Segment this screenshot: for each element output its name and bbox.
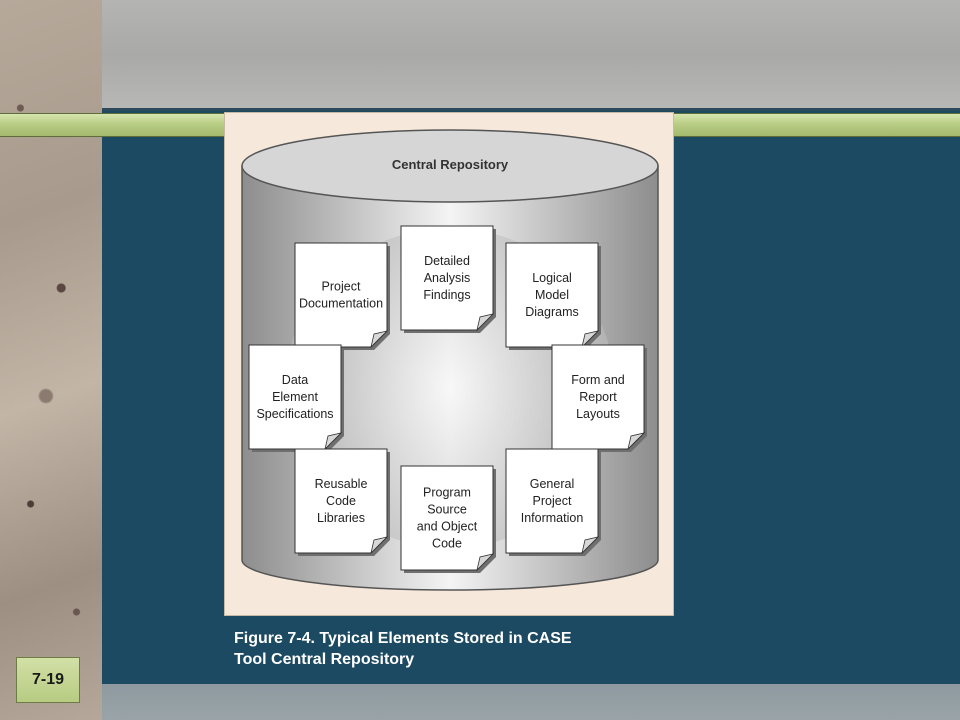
document-label-line: Report (579, 390, 617, 404)
caption-line-1: Figure 7-4. Typical Elements Stored in C… (234, 630, 572, 647)
document-label-line: and Object (417, 520, 478, 534)
slide-number-badge: 7-19 (16, 657, 80, 703)
document-label-line: Detailed (424, 254, 470, 268)
document-label-line: Libraries (317, 511, 365, 525)
document-label-line: Program (423, 486, 471, 500)
top-divider (102, 108, 960, 111)
document-label-line: Diagrams (525, 305, 579, 319)
figure-caption: Figure 7-4. Typical Elements Stored in C… (234, 628, 664, 670)
document-label-line: Information (521, 511, 584, 525)
document-label-line: Specifications (256, 407, 333, 421)
caption-line-2: Tool Central Repository (234, 651, 415, 668)
document-label-line: Reusable (315, 477, 368, 491)
document-label-line: Element (272, 390, 318, 404)
document-label-line: Data (282, 373, 308, 387)
document-label-line: Code (326, 494, 356, 508)
granite-top-border (102, 0, 960, 110)
document-label-line: Model (535, 288, 569, 302)
document-label-line: Logical (532, 271, 572, 285)
document-label-line: Project (533, 494, 572, 508)
granite-left-border (0, 0, 102, 720)
document-label-line: General (530, 477, 574, 491)
document-group: ProjectDocumentationDetailedAnalysisFind… (248, 225, 647, 573)
document-label-line: Source (427, 503, 467, 517)
document-label-line: Layouts (576, 407, 620, 421)
document-label-line: Findings (423, 288, 470, 302)
document-label-line: Form and (571, 373, 625, 387)
repository-title: Central Repository (392, 157, 509, 172)
document-label-line: Code (432, 537, 462, 551)
document-label-line: Analysis (424, 271, 471, 285)
document-label-line: Project (322, 280, 361, 294)
repository-diagram: Central Repository ProjectDocumentationD… (241, 129, 659, 591)
slide-number: 7-19 (31, 671, 65, 688)
granite-bottom-border (102, 684, 960, 720)
document-label-line: Documentation (299, 297, 383, 311)
